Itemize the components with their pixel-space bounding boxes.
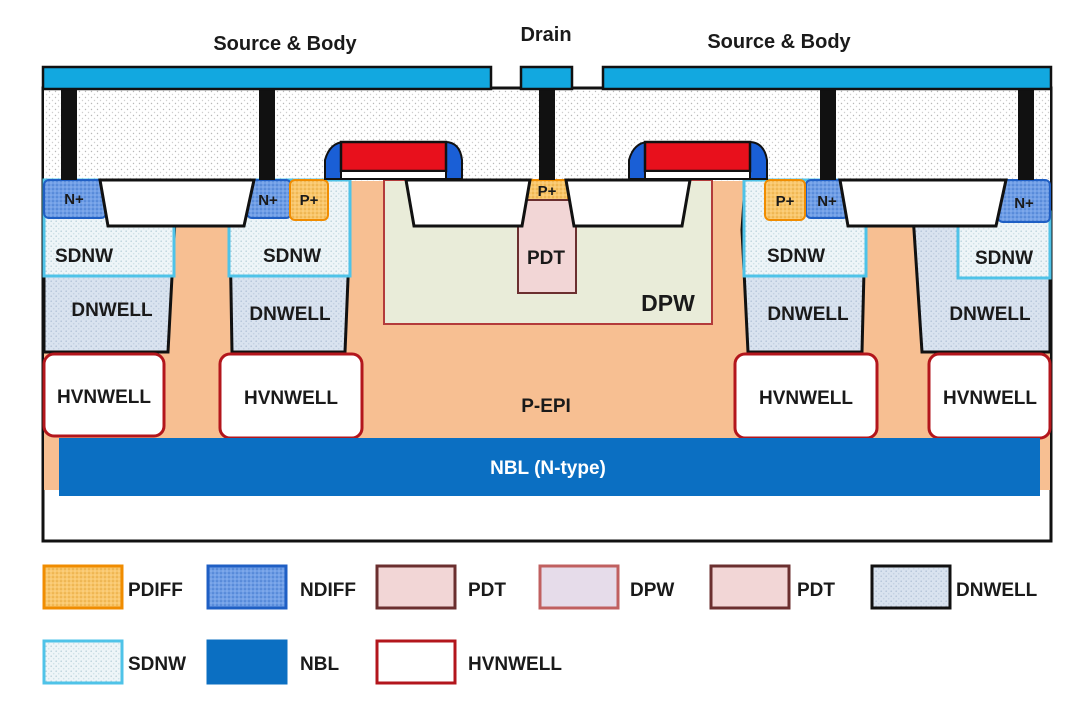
contact-3 bbox=[539, 90, 555, 180]
legend-swatch-hvnwell-8 bbox=[375, 639, 457, 685]
legend-label-pdiff-0: PDIFF bbox=[128, 580, 183, 601]
metal-source-left bbox=[41, 65, 493, 91]
legend-swatch-dnwell-5 bbox=[870, 564, 952, 610]
legend-label-pdt-4: PDT bbox=[797, 580, 835, 601]
label-p-plus-1: P+ bbox=[300, 192, 319, 209]
label-dnwell-4: DNWELL bbox=[949, 304, 1031, 325]
label-p-plus-3: P+ bbox=[776, 193, 795, 210]
label-dnwell-2: DNWELL bbox=[249, 304, 331, 325]
label-nbl: NBL (N-type) bbox=[490, 458, 606, 479]
label-p-epi: P-EPI bbox=[521, 396, 571, 417]
pdt-region bbox=[517, 199, 577, 294]
p-plus-left bbox=[289, 179, 329, 221]
label-sdnw-4: SDNW bbox=[975, 248, 1033, 269]
legend-swatch-dpw-3 bbox=[538, 564, 620, 610]
label-dnwell-3: DNWELL bbox=[767, 304, 849, 325]
legend-swatch-ndiff-1 bbox=[206, 564, 288, 610]
gate-left-oxide bbox=[340, 170, 447, 180]
nbl-layer bbox=[59, 438, 1040, 496]
gate-right-poly bbox=[643, 140, 752, 173]
sti-2 bbox=[404, 178, 532, 228]
legend-label-dnwell-5: DNWELL bbox=[956, 580, 1038, 601]
p-plus-right bbox=[764, 179, 806, 221]
hvnwell-1 bbox=[42, 352, 166, 438]
label-sdnw-1: SDNW bbox=[55, 246, 113, 267]
contact-5 bbox=[1018, 90, 1034, 180]
label-n-plus-1: N+ bbox=[64, 191, 84, 208]
label-sdnw-3: SDNW bbox=[767, 246, 825, 267]
label-hvnwell-4: HVNWELL bbox=[943, 388, 1037, 409]
label-pdt: PDT bbox=[527, 248, 565, 269]
label-hvnwell-1: HVNWELL bbox=[57, 387, 151, 408]
legend-label-nbl-7: NBL bbox=[300, 654, 339, 675]
label-sdnw-2: SDNW bbox=[263, 246, 321, 267]
label-hvnwell-2: HVNWELL bbox=[244, 388, 338, 409]
label-p-plus-2: P+ bbox=[538, 183, 557, 200]
contact-2 bbox=[259, 90, 275, 180]
contact-1 bbox=[61, 90, 77, 180]
legend-label-hvnwell-8: HVNWELL bbox=[468, 654, 562, 675]
label-hvnwell-3: HVNWELL bbox=[759, 388, 853, 409]
label-drain: Drain bbox=[520, 24, 571, 46]
legend-swatch-pdt-4 bbox=[709, 564, 791, 610]
sti-3 bbox=[564, 178, 692, 228]
label-source-body-right: Source & Body bbox=[707, 31, 851, 53]
gate-left-poly bbox=[339, 140, 448, 173]
metal-source-right bbox=[601, 65, 1053, 91]
contact-4 bbox=[820, 90, 836, 180]
label-n-plus-3: N+ bbox=[817, 193, 837, 210]
label-dpw: DPW bbox=[641, 290, 695, 316]
label-source-body-left: Source & Body bbox=[213, 33, 357, 55]
legend-label-pdt-2: PDT bbox=[468, 580, 506, 601]
label-n-plus-2: N+ bbox=[258, 192, 278, 209]
legend-swatch-sdnw-6 bbox=[42, 639, 124, 685]
legend-label-ndiff-1: NDIFF bbox=[300, 580, 356, 601]
legend-label-dpw-3: DPW bbox=[630, 580, 674, 601]
gate-right-oxide bbox=[644, 170, 751, 180]
legend-label-sdnw-6: SDNW bbox=[128, 654, 186, 675]
label-n-plus-4: N+ bbox=[1014, 195, 1034, 212]
sti-1 bbox=[98, 178, 256, 228]
label-dnwell-1: DNWELL bbox=[71, 300, 153, 321]
legend-swatch-nbl-7 bbox=[206, 639, 288, 685]
legend-swatch-pdiff-0 bbox=[42, 564, 124, 610]
sti-4 bbox=[838, 178, 1008, 228]
legend: PDIFF NDIFF PDT DPW PDT DNWELL SDNW NBL HVNWELL bbox=[42, 564, 1038, 685]
metal-drain bbox=[519, 65, 574, 91]
legend-swatch-pdt-2 bbox=[375, 564, 457, 610]
